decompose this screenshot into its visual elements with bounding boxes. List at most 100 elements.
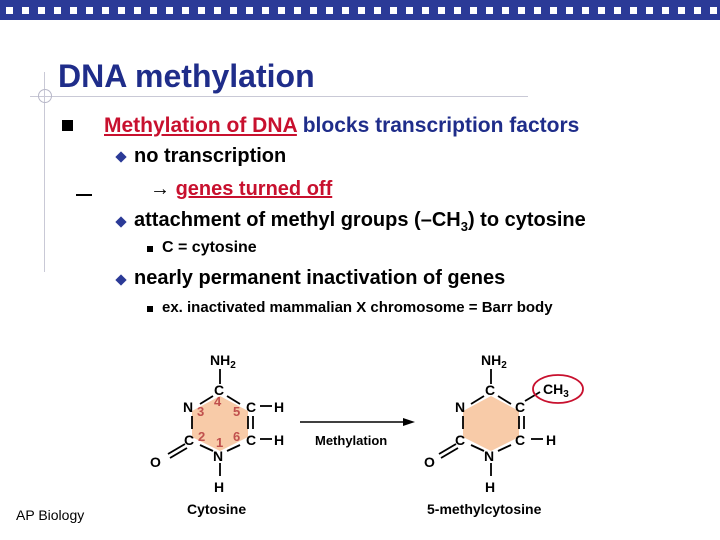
- bar-square: [262, 7, 269, 14]
- bar-square: [294, 7, 301, 14]
- bar-square: [374, 7, 381, 14]
- right-nh: NH2: [481, 352, 507, 371]
- bar-square: [710, 7, 717, 14]
- bar-square: [390, 7, 397, 14]
- bar-square: [182, 7, 189, 14]
- left-h-right: H: [274, 399, 284, 415]
- bar-square: [6, 7, 13, 14]
- left-c2: C: [184, 432, 194, 448]
- methylcytosine-caption: 5-methylcytosine: [427, 501, 542, 517]
- attachment-sub: 3: [460, 219, 468, 234]
- bar-square: [486, 7, 493, 14]
- right-c-top: C: [485, 382, 495, 398]
- genes-off-text: genes turned off: [175, 178, 333, 200]
- bar-square: [470, 7, 477, 14]
- bullet-genes-off: → genes turned off: [150, 178, 332, 201]
- right-o: O: [424, 454, 435, 470]
- top-decorative-bar: [0, 0, 720, 20]
- bar-square: [518, 7, 525, 14]
- left-h-right2: H: [274, 432, 284, 448]
- guide-horizontal-line: [30, 96, 528, 97]
- cytosine-ring: [192, 396, 248, 451]
- bar-square: [342, 7, 349, 14]
- right-h-right: H: [546, 432, 556, 448]
- right-n1: N: [484, 448, 494, 464]
- bar-square: [406, 7, 413, 14]
- left-num1: 1: [216, 435, 223, 450]
- right-c6: C: [515, 432, 525, 448]
- heading-line: Methylation of DNA blocks transcription …: [104, 114, 579, 138]
- bullet-no-transcription: no transcription: [134, 145, 287, 167]
- bar-square: [150, 7, 157, 14]
- bar-square: [326, 7, 333, 14]
- bar-square: [358, 7, 365, 14]
- bullet-c-cytosine: C = cytosine: [162, 239, 257, 256]
- arrow-head: [403, 418, 415, 426]
- bar-square: [438, 7, 445, 14]
- square-bullet: [62, 120, 73, 131]
- bar-square: [214, 7, 221, 14]
- bar-square: [598, 7, 605, 14]
- bar-square: [134, 7, 141, 14]
- guide-vertical-line: [44, 72, 45, 272]
- bar-square: [662, 7, 669, 14]
- cytosine-caption: Cytosine: [187, 501, 246, 517]
- methylcytosine-ring: [463, 396, 519, 451]
- attachment-pre: attachment of methyl groups (–CH: [134, 209, 461, 231]
- left-c6: C: [246, 432, 256, 448]
- bar-square: [118, 7, 125, 14]
- bar-square: [230, 7, 237, 14]
- bar-square: [38, 7, 45, 14]
- bar-square: [678, 7, 685, 14]
- bar-square: [278, 7, 285, 14]
- small-square-bullet: [147, 246, 153, 252]
- bar-square: [22, 7, 29, 14]
- left-num4: 4: [214, 394, 222, 409]
- bar-square: [246, 7, 253, 14]
- bar-square: [54, 7, 61, 14]
- bar-square: [102, 7, 109, 14]
- left-num6: 6: [233, 429, 240, 444]
- footer-course-label: AP Biology: [16, 507, 85, 523]
- left-nh: NH2: [210, 352, 236, 371]
- right-c2: C: [455, 432, 465, 448]
- heading-underlined: Methylation of DNA: [104, 114, 297, 137]
- right-n3: N: [455, 399, 465, 415]
- left-num2: 2: [198, 429, 205, 444]
- left-n3: N: [183, 399, 193, 415]
- bar-square: [646, 7, 653, 14]
- heading-rest: blocks transcription factors: [296, 114, 580, 137]
- bar-square: [502, 7, 509, 14]
- small-square-bullet: [147, 306, 153, 312]
- bar-square: [166, 7, 173, 14]
- dash-mark: [76, 194, 92, 196]
- ch3-highlight-circle: [532, 374, 584, 404]
- right-c4: C: [515, 399, 525, 415]
- left-c4: C: [246, 399, 256, 415]
- bar-square: [70, 7, 77, 14]
- attachment-post: ) to cytosine: [467, 209, 586, 231]
- bar-square: [422, 7, 429, 14]
- bar-square: [566, 7, 573, 14]
- bullet-inactivation: nearly permanent inactivation of genes: [134, 267, 506, 289]
- bullet-attachment: attachment of methyl groups (–CH3) to cy…: [134, 209, 586, 234]
- guide-circle: [38, 89, 52, 103]
- bar-square: [198, 7, 205, 14]
- bar-square: [454, 7, 461, 14]
- right-h-bottom: H: [485, 479, 495, 495]
- methylation-label: Methylation: [315, 433, 387, 448]
- left-num3: 3: [197, 404, 204, 419]
- left-num5: 5: [233, 404, 240, 419]
- bar-square: [582, 7, 589, 14]
- right-ch3: CH3: [543, 381, 569, 400]
- bar-square: [550, 7, 557, 14]
- bullet-barr-body: ex. inactivated mammalian X chromosome =…: [162, 299, 553, 316]
- left-n1: N: [213, 448, 223, 464]
- left-h-bottom: H: [214, 479, 224, 495]
- left-o: O: [150, 454, 161, 470]
- bar-square: [694, 7, 701, 14]
- bar-square: [310, 7, 317, 14]
- arrow-glyph: →: [150, 178, 170, 200]
- bar-square: [86, 7, 93, 14]
